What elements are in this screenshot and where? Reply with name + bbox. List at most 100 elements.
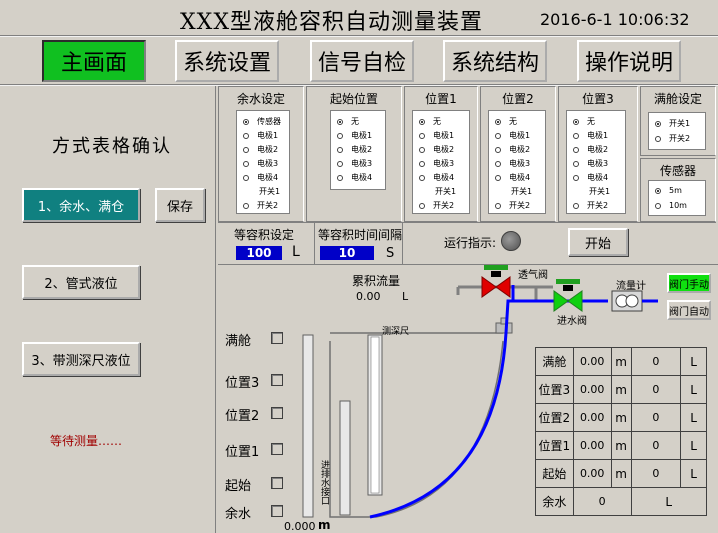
level-pos2-label: 位置2	[225, 409, 260, 424]
interval-unit: S	[386, 246, 395, 261]
level-start-checkbox[interactable]	[271, 477, 283, 489]
datetime: 2016-6-1 10:06:32	[540, 10, 690, 29]
controls-divider	[314, 222, 315, 264]
radio-icon	[419, 146, 425, 153]
pos3-title: 位置3	[582, 92, 614, 106]
residual-group	[218, 86, 304, 222]
left-panel	[0, 86, 216, 533]
level-residual-label: 余水	[225, 507, 252, 522]
radio-icon	[243, 174, 249, 181]
pos1-radio-box: 无 电极1 电极2 电极3 电极4 开关1 开关2	[412, 110, 470, 214]
full-group	[640, 86, 716, 156]
radio-icon	[419, 202, 425, 209]
radio-option[interactable]: 无	[495, 116, 517, 127]
radio-option[interactable]: 电极1	[337, 130, 372, 141]
level-pos3-checkbox[interactable]	[271, 374, 283, 386]
radio-option[interactable]: 电极3	[337, 158, 372, 169]
nav-divider	[0, 84, 718, 86]
interval-value-field[interactable]: 10	[320, 246, 374, 260]
radio-selected-icon	[655, 120, 661, 127]
vol-value-field[interactable]: 100	[236, 246, 282, 260]
radio-icon	[419, 160, 425, 167]
run-indicator-lamp	[501, 231, 521, 251]
radio-option[interactable]: 电极1	[495, 130, 530, 141]
radio-option-label: 开关1	[511, 187, 533, 196]
nav-system-settings-button[interactable]: 系统设置	[175, 40, 279, 82]
radio-option[interactable]: 开关2	[655, 133, 690, 144]
radio-option[interactable]: 开关2	[243, 200, 278, 211]
radio-option[interactable]: 电极2	[495, 144, 530, 155]
radio-option[interactable]: 电极2	[419, 144, 454, 155]
radio-option[interactable]: 电极1	[419, 130, 454, 141]
mode-dip-rod-level-button[interactable]: 3、带测深尺液位	[22, 342, 140, 376]
mode-residual-full-button[interactable]: 1、余水、满仓	[22, 188, 140, 222]
radio-icon	[495, 132, 501, 139]
bottom-value: 0.000	[284, 520, 316, 533]
valve-manual-button[interactable]: 阀门手动	[667, 273, 711, 293]
radio-option[interactable]: 无	[573, 116, 595, 127]
header-divider	[0, 35, 718, 37]
level-residual-checkbox[interactable]	[271, 505, 283, 517]
method-title: 方式表格确认	[52, 136, 172, 157]
table-row: 位置3 0.00 m 0 L	[535, 375, 707, 404]
radio-option-label: 开关1	[435, 187, 457, 196]
radio-option[interactable]: 电极2	[337, 144, 372, 155]
level-pos2-checkbox[interactable]	[271, 407, 283, 419]
radio-option[interactable]: 电极4	[243, 172, 278, 183]
radio-icon	[495, 202, 501, 209]
radio-icon	[337, 160, 343, 167]
vol-label: 等容积设定	[234, 228, 295, 242]
mode-tube-level-button[interactable]: 2、管式液位	[22, 265, 140, 299]
level-pos1-checkbox[interactable]	[271, 443, 283, 455]
radio-option[interactable]: 5m	[655, 186, 682, 195]
radio-selected-icon	[419, 118, 425, 125]
radio-icon	[337, 174, 343, 181]
radio-option[interactable]: 电极4	[419, 172, 454, 183]
radio-icon	[495, 160, 501, 167]
window-title: XXX型液舱容积自动测量装置	[180, 10, 483, 35]
radio-option[interactable]: 开关1	[655, 118, 690, 129]
radio-option[interactable]: 电极1	[243, 130, 278, 141]
radio-option[interactable]: 电极2	[573, 144, 608, 155]
radio-option[interactable]: 电极2	[243, 144, 278, 155]
start-button[interactable]: 开始	[568, 228, 628, 256]
nav-instructions-button[interactable]: 操作说明	[577, 40, 681, 82]
full-title: 满舱设定	[653, 92, 702, 106]
radio-option[interactable]: 开关2	[573, 200, 608, 211]
radio-option[interactable]: 电极4	[495, 172, 530, 183]
radio-option[interactable]: 开关2	[495, 200, 530, 211]
vol-unit: L	[292, 244, 300, 260]
controls-row	[218, 222, 716, 264]
radio-option[interactable]: 电极4	[573, 172, 608, 183]
nav-main-button[interactable]: 主画面	[42, 40, 146, 82]
radio-icon	[243, 202, 249, 209]
table-row: 起始 0.00 m 0 L	[535, 459, 707, 488]
radio-option-label: 开关1	[259, 187, 281, 196]
level-full-label: 满舱	[225, 334, 252, 349]
level-full-checkbox[interactable]	[271, 332, 283, 344]
radio-option[interactable]: 开关2	[419, 200, 454, 211]
valve-auto-button[interactable]: 阀门自动	[667, 300, 711, 320]
radio-option[interactable]: 无	[337, 116, 359, 127]
pipe-interface-label: 进排水接口	[319, 460, 329, 505]
save-button[interactable]: 保存	[155, 188, 205, 222]
nav-system-structure-button[interactable]: 系统结构	[443, 40, 547, 82]
radio-option[interactable]: 电极1	[573, 130, 608, 141]
radio-option[interactable]: 电极4	[337, 172, 372, 183]
radio-option[interactable]: 电极3	[495, 158, 530, 169]
radio-option[interactable]: 电极3	[243, 158, 278, 169]
radio-option[interactable]: 传感器	[243, 116, 281, 127]
radio-option[interactable]: 无	[419, 116, 441, 127]
radio-icon	[495, 146, 501, 153]
radio-icon	[419, 132, 425, 139]
radio-option-label: 开关1	[589, 187, 611, 196]
nav-signal-selftest-button[interactable]: 信号自检	[310, 40, 414, 82]
pos2-group	[480, 86, 556, 222]
radio-option[interactable]: 10m	[655, 201, 687, 210]
radio-option[interactable]: 电极3	[573, 158, 608, 169]
radio-icon	[573, 202, 579, 209]
radio-selected-icon	[243, 118, 249, 125]
start-title: 起始位置	[329, 92, 378, 106]
radio-option[interactable]: 电极3	[419, 158, 454, 169]
radio-icon	[573, 146, 579, 153]
